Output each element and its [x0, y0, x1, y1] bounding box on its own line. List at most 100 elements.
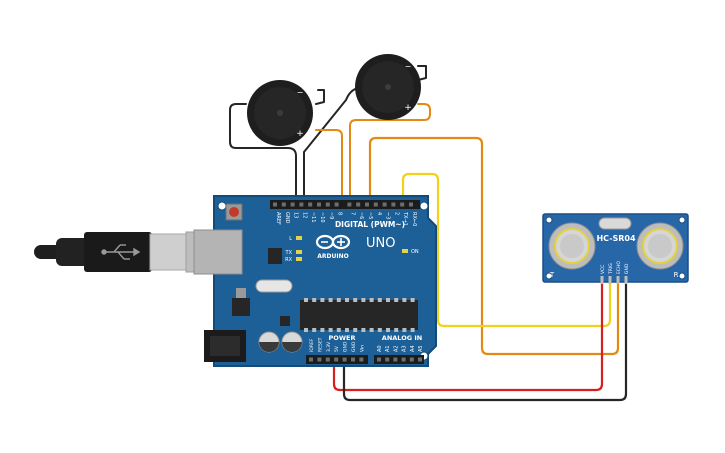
wire-buzzer1-lead: [315, 89, 325, 105]
header-pin[interactable]: [347, 202, 352, 207]
header-pin[interactable]: [400, 202, 405, 207]
chip-pin: [353, 298, 358, 302]
power-pin-label: Vin: [359, 345, 365, 352]
header-pin[interactable]: [418, 357, 422, 362]
digital-pin-label: ~6: [358, 212, 364, 219]
ultrasonic-receiver: [636, 222, 684, 270]
crystal-oscillator: [255, 279, 293, 293]
buzzer-2-minus-label: −: [405, 62, 412, 71]
header-pin[interactable]: [334, 202, 339, 207]
sensor-pin[interactable]: [608, 276, 612, 284]
chip-pin: [328, 298, 333, 302]
digital-pin-label: RX←0: [411, 212, 417, 226]
digital-pin-label: 13: [293, 212, 299, 218]
header-pin[interactable]: [409, 357, 414, 362]
analog-pin-label: A5: [418, 345, 424, 352]
chip-pin: [410, 298, 415, 302]
capacitor: [258, 331, 280, 353]
chip-pin: [304, 328, 308, 332]
header-pin[interactable]: [401, 357, 406, 362]
led-tx: [296, 250, 302, 254]
header-pin[interactable]: [359, 357, 364, 362]
header-pin[interactable]: [309, 357, 313, 362]
piezo-buzzer-1: − +: [247, 80, 313, 146]
digital-pin-label: ~9: [328, 212, 334, 219]
sensor-t-label: T: [549, 271, 555, 279]
power-pin-label: IOREF: [309, 338, 315, 352]
buzzer-2-plus-label: +: [404, 103, 412, 113]
sensor-pin[interactable]: [600, 276, 604, 284]
header-pin[interactable]: [365, 202, 369, 207]
chip-pin: [386, 298, 390, 302]
header-pin[interactable]: [325, 202, 330, 207]
header-pin[interactable]: [409, 202, 413, 207]
digital-header: [270, 200, 420, 209]
wire-black-gnd: [342, 282, 628, 402]
sensor-pin[interactable]: [616, 276, 620, 284]
digital-pin-label: ~11: [310, 212, 316, 223]
digital-pin-label: 7: [349, 212, 355, 215]
power-pin-label: GND: [343, 341, 349, 352]
analog-pin-label: A0: [377, 345, 383, 352]
header-pin[interactable]: [281, 202, 286, 207]
chip-pin: [320, 298, 325, 302]
analog-header: [374, 355, 424, 364]
chip-pin: [402, 328, 407, 332]
header-pin[interactable]: [273, 202, 277, 207]
analog-pin-label: A3: [402, 345, 408, 352]
led-rx: [296, 257, 302, 261]
sensor-pin[interactable]: [624, 276, 628, 284]
analog-pin-label: A1: [385, 345, 391, 352]
header-pin[interactable]: [325, 357, 330, 362]
header-pin[interactable]: [373, 202, 378, 207]
header-pin[interactable]: [356, 202, 361, 207]
chip-pin: [394, 298, 399, 302]
led-on: [402, 249, 408, 253]
power-pin-label: 5V: [334, 345, 340, 352]
header-pin[interactable]: [377, 357, 381, 362]
capacitor: [281, 331, 303, 353]
digital-pin-label: GND: [284, 212, 290, 224]
header-pin[interactable]: [317, 202, 321, 207]
wire-buzzer2-lead: [417, 65, 427, 81]
usb-b-port: [193, 229, 243, 275]
sensor-pin-label: VCC: [600, 265, 606, 274]
header-pin[interactable]: [385, 357, 390, 362]
header-pin[interactable]: [290, 202, 295, 207]
led-l-label: L: [289, 236, 292, 242]
analog-header-label: ANALOG IN: [382, 334, 422, 342]
power-header-label: POWER: [329, 334, 356, 342]
analog-pin-label: A4: [410, 345, 416, 352]
header-pin[interactable]: [299, 202, 304, 207]
chip-pin: [304, 298, 308, 302]
header-pin[interactable]: [351, 357, 355, 362]
header-pin[interactable]: [391, 202, 396, 207]
power-pin-label: 3.3V: [326, 341, 332, 352]
sensor-pin-label: GND: [624, 263, 630, 274]
wire-yellow-trig: [401, 172, 612, 328]
header-pin[interactable]: [393, 357, 398, 362]
digital-header-label: DIGITAL (PWM~): [335, 220, 405, 229]
buzzer-1-plus-label: +: [296, 129, 304, 139]
wire-black-buzzer1: [229, 103, 297, 201]
chip-pin: [377, 328, 382, 332]
chip-pin: [361, 328, 366, 332]
chip-pin: [312, 328, 317, 332]
arduino-model-label: UNO: [366, 236, 395, 251]
chip-pin: [320, 328, 325, 332]
header-pin[interactable]: [342, 357, 347, 362]
sensor-pin-label: ECHO: [616, 261, 622, 274]
chip-pin: [328, 328, 333, 332]
digital-pin-label: 4: [376, 212, 382, 215]
header-pin[interactable]: [308, 202, 313, 207]
header-pin[interactable]: [317, 357, 322, 362]
sensor-pin-label: TRIG: [608, 263, 614, 275]
wire-orange-buzzer2-pin: [349, 103, 431, 201]
buzzer-1-minus-label: −: [297, 88, 304, 97]
chip-pin: [353, 328, 358, 332]
mounting-hole: [217, 201, 227, 211]
header-pin[interactable]: [382, 202, 387, 207]
header-pin[interactable]: [334, 357, 339, 362]
wire-orange-echo: [368, 136, 620, 356]
